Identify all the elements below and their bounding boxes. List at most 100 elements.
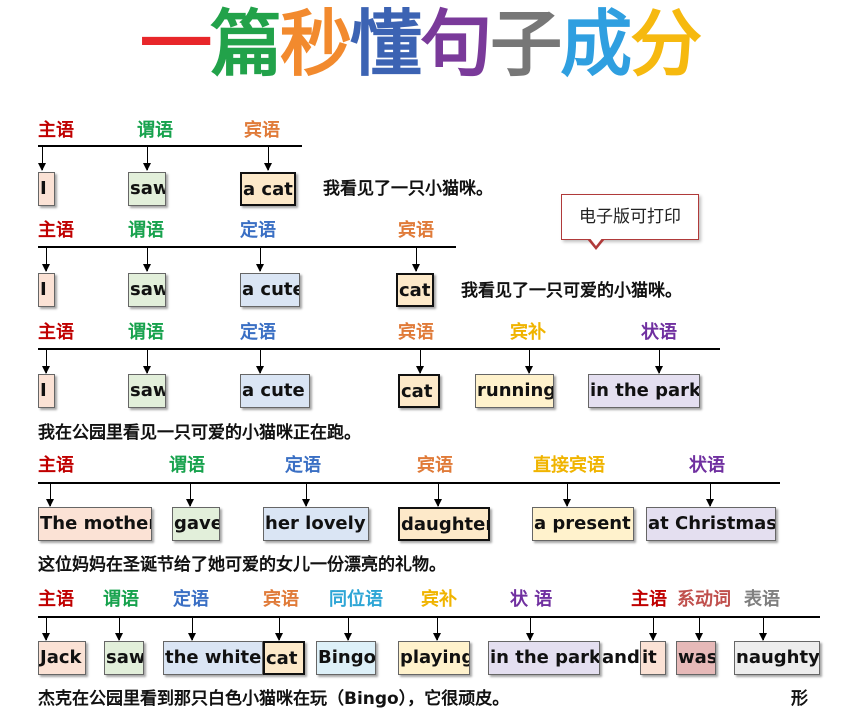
label-linking-verb: 系动词 [677,589,731,610]
label-subject-2: 主语 [631,589,667,610]
arrow [416,349,424,374]
arrow [655,349,663,374]
word-linking-verb: was [676,641,716,675]
word-object: cat. [396,273,434,307]
word-predicate: saw [104,641,144,675]
arrow [38,146,46,171]
label-appositive: 同位语 [329,589,383,610]
label-predicate: 谓语 [128,220,164,241]
label-object-complement: 宾补 [421,589,457,610]
title-char: 懂 [350,2,422,86]
word-attributive: a cute [240,374,310,408]
word-appositive: Bingo [316,641,376,675]
word-subject-2: it [640,641,666,675]
arrow [275,617,283,641]
arrow [143,247,151,272]
arrow [256,247,264,272]
label-attributive: 定语 [173,589,209,610]
word-attributive: a cute [240,273,300,307]
callout-tail [587,237,605,250]
arrow [143,349,151,374]
arrow [344,617,352,641]
label-subject: 主语 [38,220,74,241]
word-predicate: saw [128,172,166,206]
label-attributive: 定语 [240,220,276,241]
title-char: 篇 [210,2,282,86]
label-object: 宾语 [263,589,299,610]
arrow [759,617,767,641]
arrow [525,349,533,374]
title-char: 成 [560,2,632,86]
label-predicate: 谓语 [103,589,139,610]
label-attributive: 定语 [285,455,321,476]
label-predicate: 谓语 [128,322,164,343]
title-char: 子 [490,2,562,86]
word-subject: I [38,273,55,307]
arrow [526,617,534,641]
word-subject: I [38,374,55,408]
arrow [143,146,151,171]
arrow [42,617,50,641]
arrow [695,617,703,641]
label-subject: 主语 [38,120,74,141]
word-conjunction: and [602,647,640,668]
arrow [433,617,441,641]
word-object: a cat. [240,172,296,206]
label-adverbial: 状语 [689,455,725,476]
translation: 我看见了一只可爱的小猫咪。 [461,281,682,301]
label-object: 宾语 [417,455,453,476]
arrow [115,617,123,641]
word-adverbial: in the park [488,641,600,675]
arrow [706,483,714,507]
word-object-complement: playing [398,641,470,675]
arrow [563,483,571,507]
title-char: 一 [140,2,212,86]
trailing-char: 形 [791,689,808,709]
word-attributive: the white [163,641,263,675]
word-direct-object: a present [532,507,634,541]
word-predicate: saw [128,273,166,307]
translation: 我在公园里看见一只可爱的小猫咪正在跑。 [38,423,361,443]
bracket-line [38,348,720,350]
label-subject: 主语 [38,589,74,610]
word-predicate: saw [128,374,166,408]
word-object: cat [398,374,440,408]
arrow [649,617,657,641]
page-title: 一篇秒懂句子成分 [140,2,780,86]
word-adverbial: in the park. [588,374,700,408]
label-adverbial: 状 语 [510,589,553,610]
arrow [302,483,310,507]
word-subject: The mother [38,507,152,541]
label-object-complement: 宾补 [510,322,546,343]
printable-callout: 电子版可打印 [561,194,699,240]
arrow [42,247,50,272]
label-object: 宾语 [398,322,434,343]
title-char: 句 [420,2,492,86]
label-adverbial: 状语 [641,322,677,343]
bracket-line [38,482,780,484]
word-subject: I [38,172,55,206]
title-char: 分 [630,2,702,86]
title-char: 秒 [280,2,352,86]
label-subject: 主语 [38,455,74,476]
translation: 杰克在公园里看到那只白色小猫咪在玩（Bingo），它很顽皮。 [38,689,510,709]
word-attributive: her lovely [263,507,369,541]
label-predicative: 表语 [744,589,780,610]
label-direct-object: 直接宾语 [533,455,605,476]
arrow [434,483,442,507]
bracket-line [38,246,456,248]
word-object-complement: running [475,374,554,408]
bracket-line [38,616,820,618]
arrow [256,349,264,374]
word-predicate: gave [172,507,220,541]
label-subject: 主语 [38,322,74,343]
word-subject: Jack [38,641,86,675]
arrow [412,247,420,272]
word-adverbial: at Christmas. [646,507,776,541]
translation: 我看见了一只小猫咪。 [323,179,493,199]
label-object: 宾语 [244,120,280,141]
arrow [188,617,196,641]
bracket-line [38,145,302,147]
word-object: daughter [398,507,490,541]
arrow [42,349,50,374]
